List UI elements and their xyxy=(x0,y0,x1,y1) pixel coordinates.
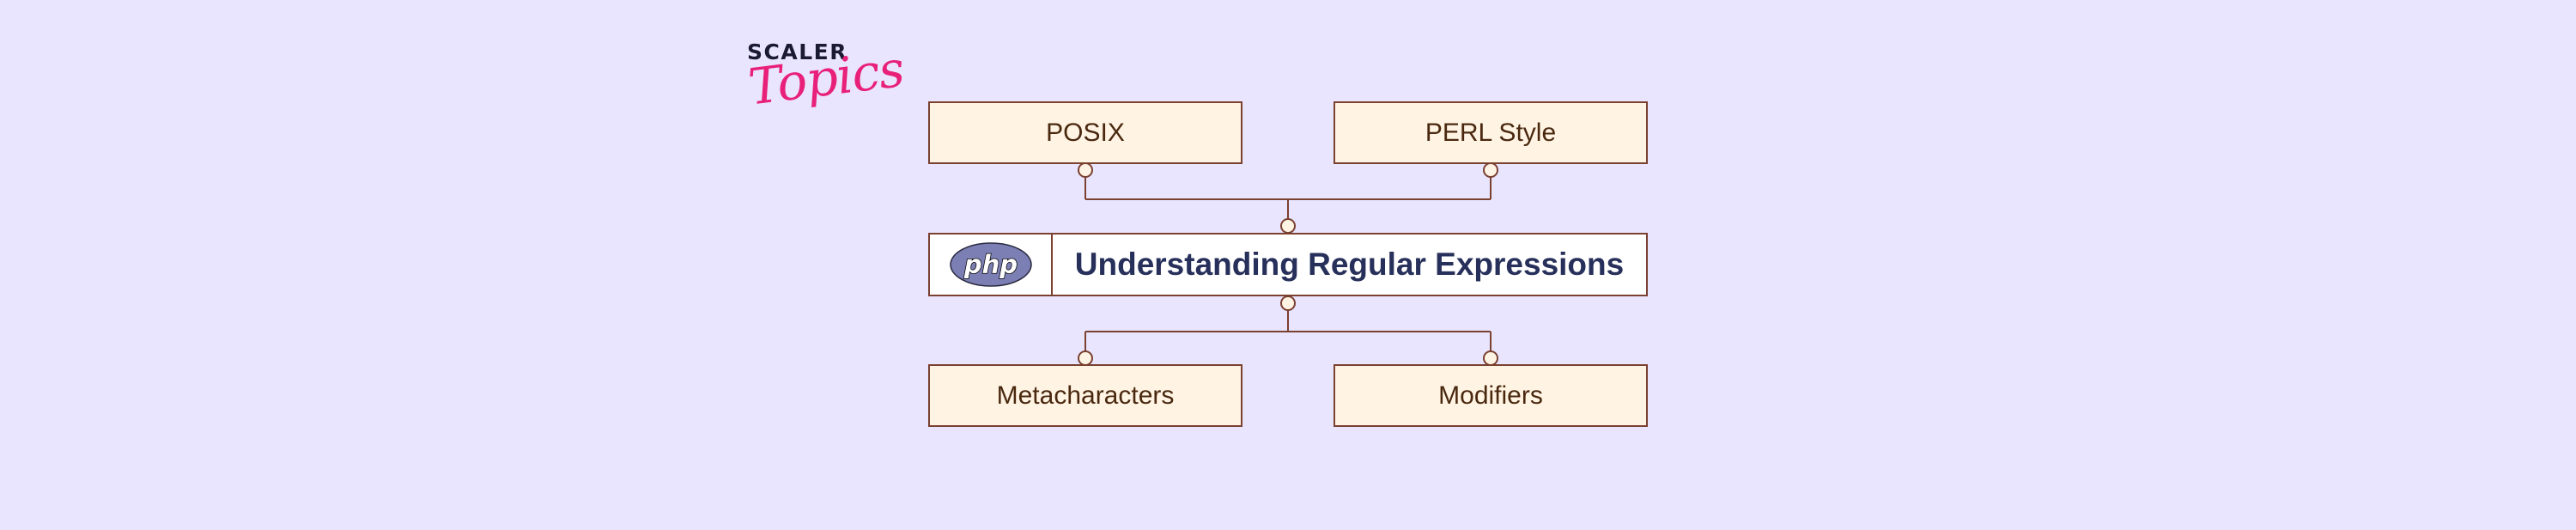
php-logo-icon: php xyxy=(949,242,1032,287)
diagram-title: Understanding Regular Expressions xyxy=(1074,247,1625,282)
node-center: php Understanding Regular Expressions xyxy=(928,233,1648,296)
connector-node-center-top xyxy=(1280,218,1296,234)
connector-node-meta xyxy=(1078,350,1093,366)
connector-node-mod xyxy=(1483,350,1498,366)
connector-node-perl xyxy=(1483,162,1498,178)
scaler-topics-logo: SCALER Topics xyxy=(745,40,907,134)
php-logo-cell: php xyxy=(930,235,1053,295)
node-metacharacters: Metacharacters xyxy=(928,364,1242,427)
logo-scaler-text: SCALER xyxy=(747,40,848,64)
node-perl-style: PERL Style xyxy=(1334,101,1648,164)
php-logo-text: php xyxy=(963,250,1017,279)
node-posix: POSIX xyxy=(928,101,1242,164)
node-modifiers: Modifiers xyxy=(1334,364,1648,427)
connector-node-posix xyxy=(1078,162,1093,178)
connector-node-center-bottom xyxy=(1280,295,1296,311)
